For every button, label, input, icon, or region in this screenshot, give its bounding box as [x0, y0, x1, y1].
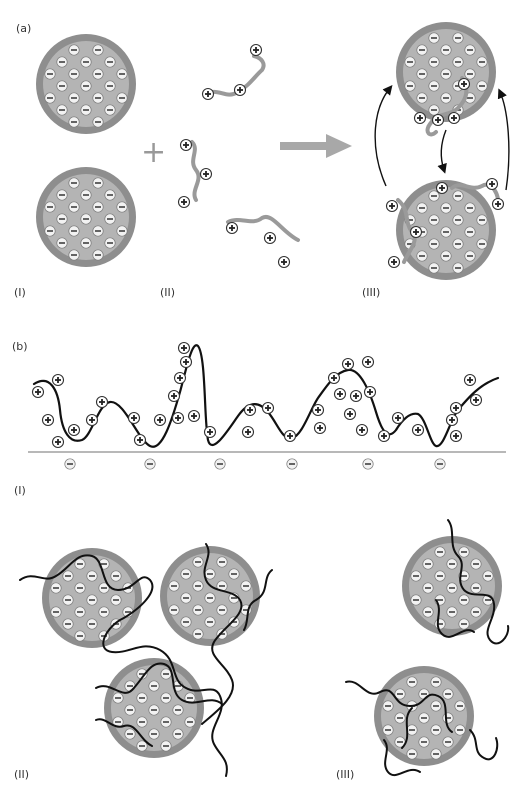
adsorbed-polymer-chain: [32, 344, 500, 448]
free-positive-charge: [249, 43, 263, 57]
free-positive-charge: [225, 221, 239, 235]
particle-a3: [396, 22, 496, 122]
adsorbed-positive-charge: [409, 225, 423, 239]
particle-b2: [160, 546, 260, 646]
adsorbed-positive-charge: [457, 77, 471, 91]
panel-b-sublabel-2: (II): [14, 768, 29, 781]
free-positive-charge: [263, 231, 277, 245]
adsorbed-positive-charge: [447, 111, 461, 125]
particle-a2: [36, 167, 136, 267]
adsorbed-positive-charge: [431, 113, 445, 127]
adsorbed-positive-charge: [491, 197, 505, 211]
adsorbed-positive-charge: [413, 111, 427, 125]
free-positive-charge: [201, 87, 215, 101]
particle-b4: [402, 536, 502, 636]
panel-a-sublabel-1: (I): [14, 286, 26, 299]
adsorbed-positive-charge: [435, 181, 449, 195]
free-positive-charge: [233, 83, 247, 97]
surface-negative-charges: [64, 458, 446, 470]
adsorbed-positive-charge: [485, 177, 499, 191]
particle-b3: [104, 658, 204, 758]
plus-sign: +: [141, 135, 166, 170]
adsorbed-positive-charge: [385, 199, 399, 213]
free-positive-charge: [277, 255, 291, 269]
particle-b5: [374, 666, 474, 766]
free-positive-charge: [179, 138, 193, 152]
panel-b-label: (b): [12, 340, 28, 353]
panel-a-sublabel-2: (II): [160, 286, 175, 299]
panel-b-sublabel-3: (III): [336, 768, 354, 781]
chain-positive-charges: [31, 341, 483, 449]
free-positive-charge: [177, 195, 191, 209]
panel-a-label: (a): [16, 22, 31, 35]
loop-polymer-chains: [345, 519, 510, 777]
panel-a-sublabel-3: (III): [362, 286, 380, 299]
process-arrow: [280, 134, 352, 158]
free-polymer-chains: [190, 54, 300, 242]
rearrangement-arrows: [374, 84, 510, 191]
bridging-polymer-chains: [19, 543, 273, 777]
adsorbed-positive-charge: [387, 255, 401, 269]
free-positive-charge: [199, 167, 213, 181]
particle-a1: [36, 34, 136, 134]
panel-b-sublabel-1: (I): [14, 484, 26, 497]
particle-b1: [42, 548, 142, 648]
